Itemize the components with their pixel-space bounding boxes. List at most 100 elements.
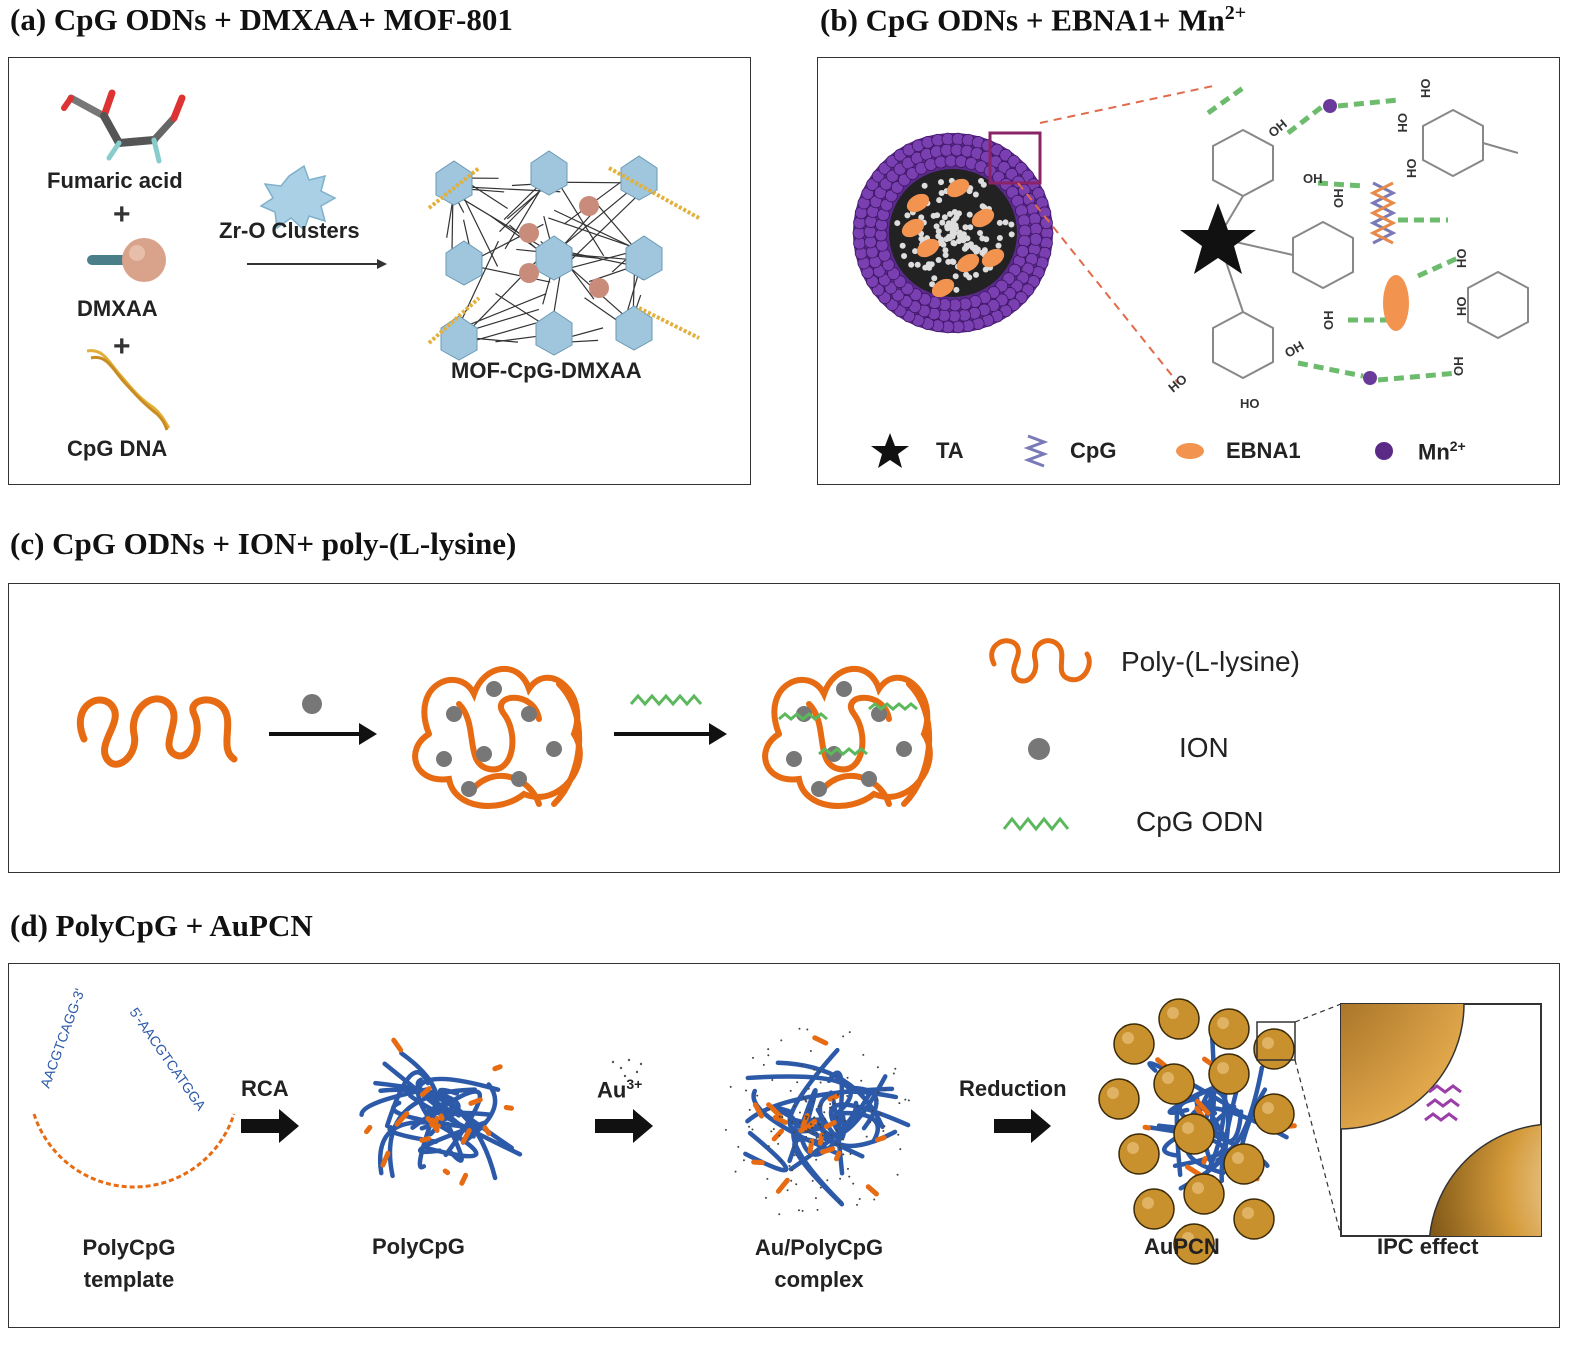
ebna1-particle bbox=[901, 218, 925, 238]
core-speck bbox=[950, 258, 957, 265]
gold-nanoparticle bbox=[1183, 1173, 1225, 1215]
cpg-segment bbox=[807, 1138, 815, 1154]
cpg-segment bbox=[1201, 1156, 1208, 1165]
gold-nanoparticle bbox=[1098, 1078, 1140, 1120]
au-ion-dot bbox=[805, 1135, 808, 1138]
au-ion-dot bbox=[846, 1095, 849, 1098]
aupcn-zoom-box bbox=[1256, 1021, 1296, 1061]
au-ion-dot bbox=[871, 1109, 874, 1112]
au-ion-dot bbox=[838, 1143, 841, 1146]
au-ion-dot bbox=[876, 1066, 879, 1069]
ion-particle bbox=[811, 781, 827, 797]
au-ion-dot bbox=[865, 1135, 868, 1138]
au-ion-dot bbox=[873, 1198, 876, 1201]
cpg-segment bbox=[438, 1113, 445, 1122]
core-speck bbox=[908, 261, 915, 268]
au-ion-dot bbox=[896, 1173, 899, 1176]
au-ion-dot bbox=[778, 1134, 781, 1137]
core-speck bbox=[963, 242, 970, 249]
legend-cpg-odn-icon bbox=[1002, 816, 1070, 832]
poly-lysine-strand bbox=[901, 681, 933, 807]
core-speck bbox=[941, 214, 948, 221]
core-speck bbox=[912, 248, 919, 255]
au-ion-dot bbox=[804, 1099, 807, 1102]
core-speck bbox=[953, 213, 960, 220]
au-ion-dot bbox=[817, 1105, 820, 1108]
oh-label: OH bbox=[1331, 189, 1346, 209]
au-ion-dot bbox=[835, 1129, 838, 1132]
gold-nanoparticle bbox=[1233, 1198, 1275, 1240]
fumaric-acid-label: Fumaric acid bbox=[47, 168, 183, 193]
cpg-segment bbox=[823, 1120, 837, 1130]
core-speck bbox=[966, 211, 973, 218]
au-ion-dot bbox=[781, 1116, 784, 1119]
au-ion-dot bbox=[860, 1079, 863, 1082]
core-speck bbox=[935, 257, 942, 264]
ion-particle bbox=[486, 681, 502, 697]
au-ion-dot bbox=[856, 1203, 859, 1206]
panel-c: Poly-(L-lysine) ION CpG ODN bbox=[8, 583, 1560, 873]
zr-cluster bbox=[535, 310, 573, 356]
core-speck bbox=[981, 247, 988, 254]
seq-right: 5'-AACGTCATGGA bbox=[127, 1005, 210, 1114]
cpg-segment bbox=[432, 1115, 440, 1127]
legend-mn-label: Mn2+ bbox=[1418, 438, 1466, 465]
au-ion-dot bbox=[899, 1148, 902, 1151]
polycpg-template-ring bbox=[32, 1113, 236, 1189]
au-ion-dot bbox=[842, 1035, 845, 1038]
ebna1-particle bbox=[931, 278, 955, 298]
au-ion-dot bbox=[848, 1175, 851, 1178]
panel-c-title: (c) CpG ODNs + ION+ poly-(L-lysine) bbox=[10, 526, 517, 561]
au-polycpg-network bbox=[724, 1027, 911, 1216]
plus-sign: + bbox=[113, 198, 131, 231]
au-ion-dot bbox=[724, 1128, 727, 1131]
au-ion-dot bbox=[777, 1142, 780, 1145]
core-speck bbox=[962, 224, 969, 231]
cpg-segment bbox=[391, 1037, 404, 1053]
legend-ebna1-label: EBNA1 bbox=[1226, 438, 1301, 463]
au-ion-dot bbox=[823, 1111, 826, 1114]
au-ion-dot bbox=[789, 1089, 792, 1092]
au-ion-dot bbox=[807, 1087, 810, 1090]
au-ion-dot bbox=[793, 1146, 796, 1149]
oh-label: OH bbox=[1451, 357, 1466, 377]
ebna1-particle bbox=[916, 238, 940, 258]
au-ion-dot bbox=[771, 1079, 774, 1082]
ho-label: HO bbox=[1404, 159, 1419, 179]
core-speck bbox=[950, 239, 957, 246]
cpg-segment bbox=[468, 1097, 483, 1106]
oh-label: OH bbox=[1282, 338, 1306, 361]
cpg-segment bbox=[820, 1146, 836, 1155]
cpg-segment bbox=[1142, 1124, 1151, 1131]
dna-strand bbox=[1217, 1065, 1265, 1156]
dna-strand bbox=[424, 1123, 479, 1159]
core-speck bbox=[946, 211, 953, 218]
ho-label: HO bbox=[1418, 79, 1433, 99]
gold-nanoparticle bbox=[1208, 1008, 1250, 1050]
au-ion-dot bbox=[791, 1169, 794, 1172]
legend-star-icon bbox=[871, 433, 909, 468]
cpg-segment bbox=[380, 1150, 391, 1168]
core-speck bbox=[966, 274, 973, 281]
ipc-field-arrows bbox=[1424, 1084, 1462, 1122]
au-ion-dot bbox=[862, 1053, 865, 1056]
gold-highlight bbox=[1182, 1122, 1194, 1134]
plus-sign: + bbox=[113, 330, 131, 363]
dna-strand bbox=[743, 1130, 789, 1173]
cpg-odn-wave bbox=[868, 702, 918, 711]
core-speck bbox=[938, 179, 945, 186]
au-ion-dot bbox=[838, 1146, 841, 1149]
dna-strand bbox=[850, 1085, 879, 1131]
dmxaa-label: DMXAA bbox=[77, 296, 158, 321]
gold-nanoparticle bbox=[1223, 1143, 1265, 1185]
core-speck bbox=[942, 251, 949, 258]
au-ion-dot bbox=[876, 1098, 879, 1101]
mn-ion bbox=[1323, 99, 1337, 113]
core-speck bbox=[972, 191, 979, 198]
au-ion-dot bbox=[788, 1164, 791, 1167]
cpg-helix bbox=[1369, 181, 1397, 245]
gold-highlight bbox=[1192, 1182, 1204, 1194]
ebna1-particle bbox=[956, 253, 980, 273]
shell-bead bbox=[1040, 216, 1053, 230]
au-ion-dot bbox=[898, 1102, 901, 1105]
